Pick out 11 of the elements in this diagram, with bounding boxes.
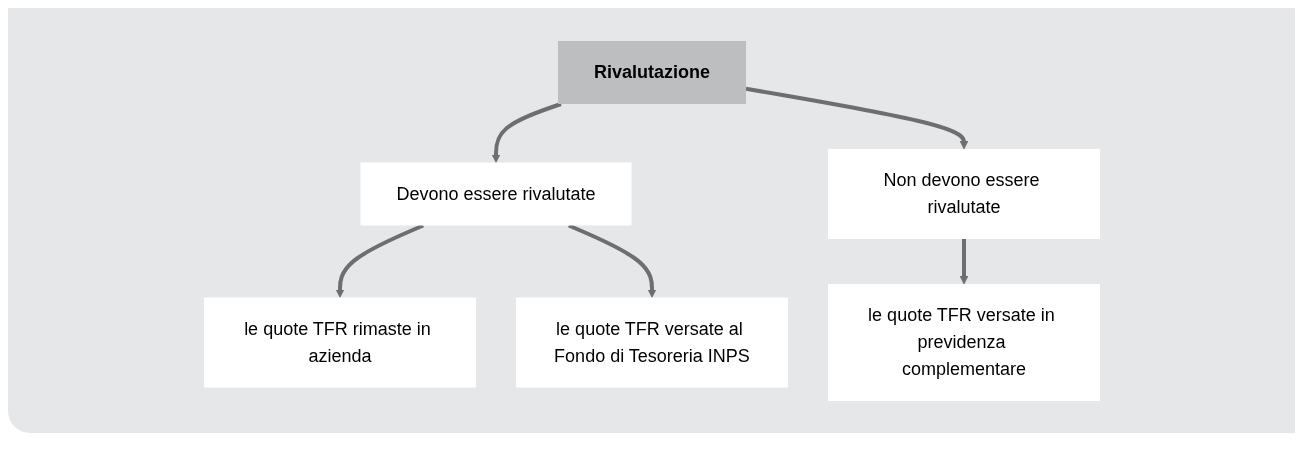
node-box: le quote TFR versate in previdenza complementare (827, 283, 1100, 401)
arrow (335, 223, 424, 298)
node-box: le quote TFR rimaste in azienda (203, 297, 476, 387)
node-box: le quote TFR versate al Fondo di Tesoreria INPS (515, 297, 788, 387)
arrow (745, 86, 968, 149)
arrow (567, 223, 656, 298)
node-box: Rivalutazione (557, 40, 746, 104)
node-box: Non devono essere rivalutate (827, 148, 1100, 239)
arrow (491, 101, 562, 163)
node-box: Devono essere rivalutate (359, 162, 632, 225)
arrow (959, 238, 968, 284)
